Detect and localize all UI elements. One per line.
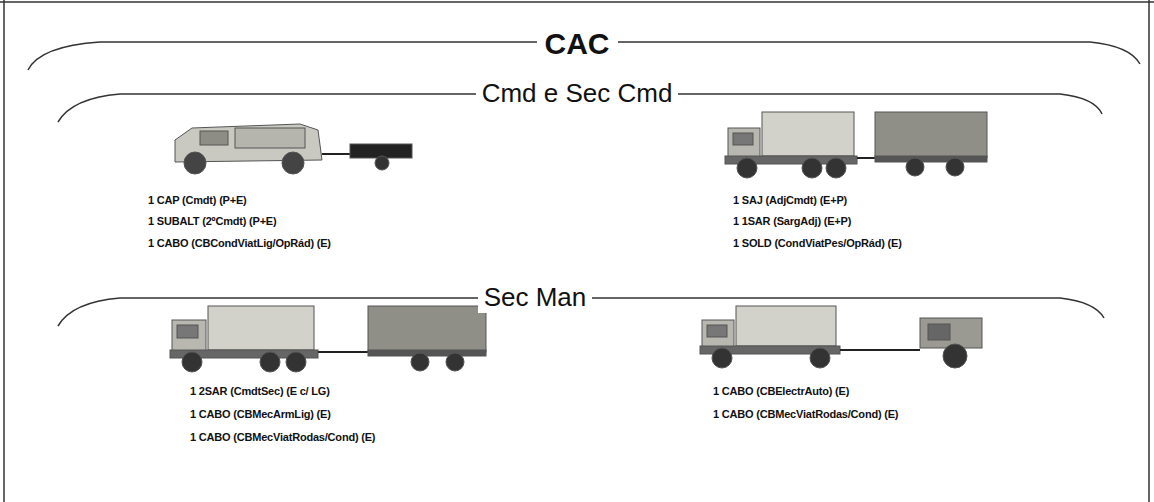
personnel-entry: 1 SAJ (AdjCmdt) (E+P) bbox=[733, 194, 847, 206]
personnel-entry: 1 2SAR (CmdtSec) (E c/ LG) bbox=[190, 385, 330, 397]
section-heading: Cmd e Sec Cmd bbox=[476, 78, 679, 109]
personnel-entry: 1 CAP (Cmdt) (P+E) bbox=[148, 194, 247, 206]
personnel-entry: 1 CABO (CBCondViatLig/OpRád) (E) bbox=[148, 237, 331, 249]
personnel-entry: 1 1SAR (SargAdj) (E+P) bbox=[733, 215, 851, 227]
section-heading: Sec Man bbox=[478, 282, 593, 313]
personnel-entry: 1 CABO (CBMecArmLig) (E) bbox=[190, 408, 331, 420]
personnel-entry: 1 CABO (CBElectrAuto) (E) bbox=[713, 385, 849, 397]
diagram-title: CAC bbox=[537, 27, 618, 61]
personnel-entry: 1 SOLD (CondViatPes/OpRád) (E) bbox=[733, 237, 902, 249]
personnel-entry: 1 CABO (CBMecViatRodas/Cond) (E) bbox=[190, 431, 375, 443]
personnel-entry: 1 SUBALT (2ºCmdt) (P+E) bbox=[148, 215, 276, 227]
personnel-entry: 1 CABO (CBMecViatRodas/Cond) (E) bbox=[713, 408, 898, 420]
